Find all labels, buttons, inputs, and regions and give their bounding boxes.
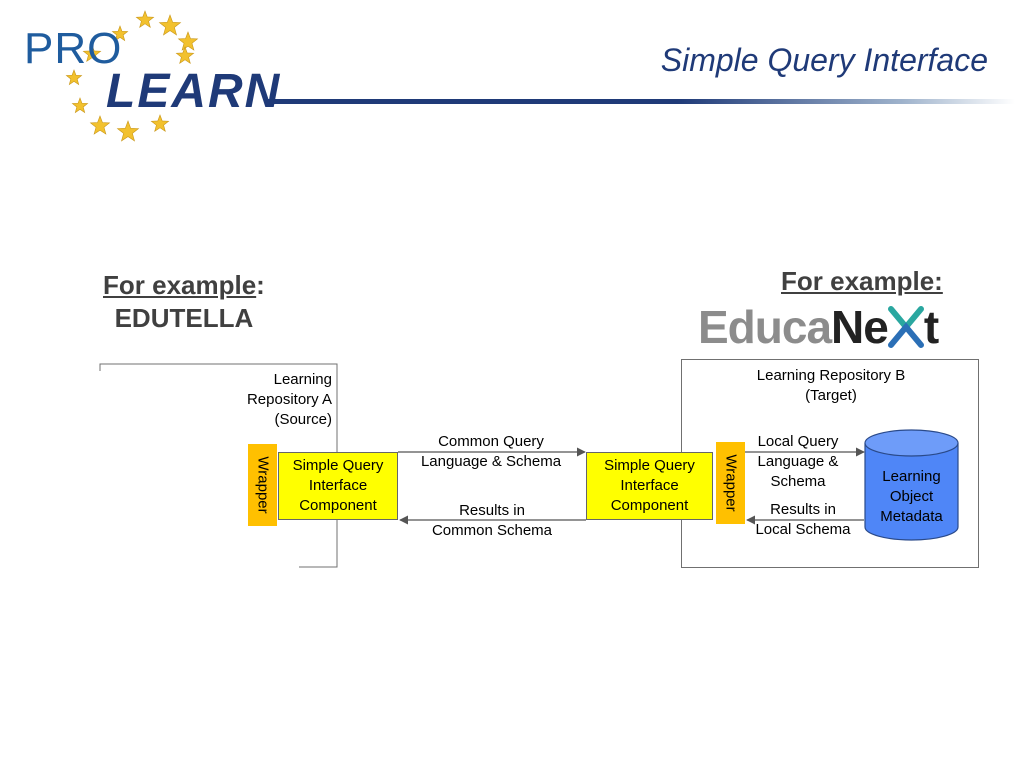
sqic-a-line3: Component: [299, 497, 377, 514]
logo-text-pro: PRO: [24, 24, 123, 73]
wrapper-b: Wrapper: [716, 442, 745, 524]
star-icon: [71, 97, 89, 114]
edge-label-common-query-line1: Common Query: [438, 433, 544, 450]
left-example-label: For example: [103, 270, 257, 300]
edge-label-local-query-line3: Schema: [770, 473, 826, 490]
repository-a-label-line3: (Source): [274, 411, 332, 428]
sqic-component-a: Simple Query Interface Component: [278, 452, 398, 520]
database-label-line1: Learning: [882, 468, 941, 485]
edge-label-local-query: Local Query Language & Schema: [748, 432, 848, 492]
wrapper-b-label: Wrapper: [722, 454, 739, 512]
left-example-name: EDUTELLA: [114, 303, 254, 333]
repository-b-label: Learning Repository B (Target): [720, 366, 942, 406]
page-title: Simple Query Interface: [660, 42, 988, 78]
database-cylinder-icon: [864, 429, 959, 541]
left-example-colon: :: [256, 270, 265, 300]
wrapper-a: Wrapper: [248, 444, 277, 526]
edge-label-results-common-line1: Results in: [459, 502, 525, 519]
sqic-b-line2: Interface: [620, 477, 679, 494]
star-icon: [116, 120, 140, 142]
repository-a-frame: [99, 363, 338, 568]
wrapper-a-label: Wrapper: [254, 456, 271, 514]
educanext-logo: EducaNe t: [698, 300, 939, 354]
logo-text-learn: LEARN: [106, 65, 282, 118]
star-icon: [150, 114, 170, 132]
repository-a-label: Learning Repository A (Source): [226, 370, 332, 430]
sqic-b-line1: Simple Query: [604, 457, 695, 474]
edge-label-results-local-line1: Results in: [770, 501, 836, 518]
right-example-label: For example:: [781, 266, 943, 296]
sqic-component-b: Simple Query Interface Component: [586, 452, 713, 520]
star-icon: [175, 46, 195, 64]
star-icon: [89, 115, 111, 135]
sqic-a-line2: Interface: [308, 477, 368, 494]
educanext-x-mark-icon: [887, 306, 924, 348]
right-example-heading: For example:: [781, 266, 943, 297]
edge-label-results-local: Results in Local Schema: [744, 500, 862, 540]
star-icon: [158, 14, 182, 36]
left-example-heading: For example: EDUTELLA: [103, 270, 265, 334]
header-divider: [265, 99, 1015, 104]
edge-label-local-query-line2: Language &: [757, 453, 839, 470]
star-icon: [111, 25, 129, 42]
edge-label-local-query-line1: Local Query: [757, 433, 839, 450]
edge-label-common-query-line2: Language & Schema: [420, 453, 562, 470]
repository-b-label-line1: Learning Repository B: [756, 367, 906, 384]
star-icon: [177, 31, 199, 51]
edge-label-results-local-line2: Local Schema: [755, 521, 851, 538]
star-icon: [135, 10, 155, 28]
sqic-a-line1: Simple Query: [292, 457, 384, 474]
prolearn-logo: PRO LEARN: [10, 8, 280, 143]
edge-label-common-query: Common Query Language & Schema: [405, 432, 577, 472]
database-label-line2: Object: [889, 488, 934, 505]
educanext-logo-part2: Ne: [831, 301, 889, 353]
database-label-line3: Metadata: [880, 508, 943, 525]
star-icon: [82, 44, 102, 62]
repository-b-label-line2: (Target): [805, 387, 857, 404]
educanext-logo-part3: t: [923, 301, 939, 353]
star-icon: [65, 69, 83, 86]
edge-label-results-common-line2: Common Schema: [431, 522, 553, 539]
star-ring-icon: [65, 10, 199, 142]
edge-label-results-common: Results in Common Schema: [413, 501, 571, 541]
educanext-logo-part1: Educa: [698, 301, 832, 353]
repository-a-label-line1: Learning: [273, 371, 332, 388]
database-label: Learning Object Metadata: [864, 467, 959, 527]
sqic-b-line3: Component: [610, 497, 689, 514]
repository-a-label-line2: Repository A: [246, 391, 332, 408]
